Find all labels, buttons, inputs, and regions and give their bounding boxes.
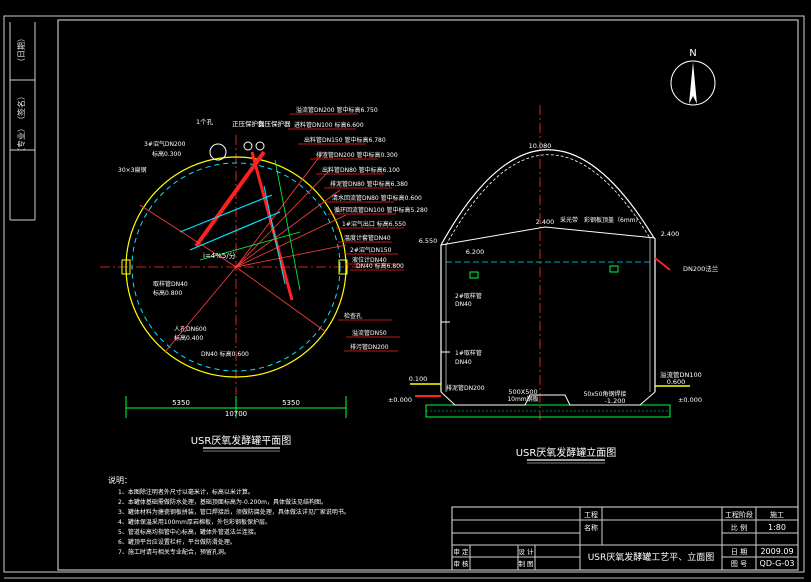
- plan-dim-right: 5350: [282, 399, 300, 407]
- note-item: 7、施工时请与相关专业配合，预留孔洞。: [118, 548, 230, 556]
- plan-tank-ring: [125, 156, 347, 378]
- elev-level-low-right: 0.600: [667, 378, 686, 386]
- general-notes: 说明： 1、本图除注明者外尺寸以毫米计，标高以米计算。 2、本罐体基础需做防水处理…: [108, 475, 350, 556]
- elev-base-note: 50x50角钢焊接: [584, 390, 627, 398]
- north-label: N: [689, 48, 696, 59]
- outer-frame: [3, 15, 805, 573]
- elev-roof-note: 采光带: [560, 216, 578, 224]
- tb-stage-label: 工程阶段: [725, 510, 753, 519]
- dome-outline: [440, 149, 655, 246]
- side-strip: （签名） （专业） （日期）: [9, 22, 36, 221]
- tb-review-label: 审 定: [453, 547, 469, 556]
- plan-callout-left: 取样管DN40: [153, 280, 188, 288]
- plan-callout-right: 温度计套管DN40: [344, 234, 391, 242]
- plan-callout-right: 进料管DN100 标高6.600: [294, 121, 364, 129]
- elevation-view: 10.080 2.400 2.400 6.550 6.200 0.100 0.6…: [388, 105, 719, 464]
- note-item: 3、罐体材料为搪瓷钢板拼装，管口焊接后，须做防腐处理，具体做法详见厂家说明书。: [118, 508, 350, 516]
- elev-roof-note-2: 彩钢板顶盖（6mm）: [584, 216, 642, 224]
- plan-callout-right: 循环回流管DN100 管中标高5.280: [334, 206, 428, 214]
- tb-check-label: 审 核: [453, 559, 469, 568]
- plan-callout-right: 液位计DN40: [352, 256, 387, 264]
- elev-left-pipe-1: 2#取样管: [455, 292, 482, 300]
- tb-drawing-no-value: QD-G-03: [760, 559, 795, 568]
- tb-project-label: 工程: [584, 510, 598, 519]
- note-item: 5、管道标高均指管中心标高，罐体外管道法兰连接。: [118, 528, 260, 536]
- tb-design-label: 设 计: [518, 547, 534, 556]
- elev-level-low-left: 0.100: [409, 375, 428, 383]
- elev-left-pipe-3: 排泥管DN200: [446, 384, 485, 392]
- inner-frame: [57, 19, 799, 571]
- note-item: 1、本图除注明者外尺寸以毫米计，标高以米计算。: [118, 488, 254, 496]
- tb-stage-value: 施工: [770, 510, 784, 519]
- elev-level-6550: 6.550: [419, 237, 438, 245]
- elev-left-pipe-2: 1#取样管: [455, 349, 482, 357]
- side-strip-label-2: （签名）: [16, 92, 26, 124]
- tb-scale-label: 比 例: [731, 523, 747, 532]
- plan-callout-right: 2#沼气DN150: [350, 246, 392, 254]
- tb-draw-label: 制 图: [518, 559, 533, 568]
- plan-callout-left: DN40 标高0.600: [201, 350, 249, 358]
- note-item: 2、本罐体基础需做防水处理，基础顶面标高为-0.200m，具体做法见结构图。: [118, 498, 327, 506]
- elevation-title: USR厌氧发酵罐立面图: [516, 446, 617, 459]
- side-strip-label-1: （专业）: [16, 124, 26, 156]
- plan-callout-right: 排泥管DN80 管中标高6.380: [330, 180, 408, 188]
- elev-base-mid: -1.200: [605, 397, 626, 405]
- elev-sump: 500X500: [508, 388, 537, 396]
- plan-callout-right: 1#沼气出口 标高6.550: [342, 220, 406, 228]
- plan-dim-total: 10700: [225, 410, 247, 418]
- plan-callout-right: 溢流管DN50: [352, 329, 387, 337]
- north-arrow: N: [670, 48, 716, 106]
- plan-callout-left: 标高0.300: [152, 150, 181, 158]
- elev-left-pipe-2b: DN40: [455, 359, 472, 366]
- plan-callout-right: 出料管DN150 管中标高6.780: [304, 136, 386, 144]
- plan-callout-left: 人孔DN600: [174, 325, 207, 333]
- plan-top-label-2: 正压保护器: [232, 119, 265, 128]
- plan-top-label-1: 1个孔: [196, 118, 214, 126]
- plan-dim-left: 5350: [172, 399, 190, 407]
- plan-callout-left: 30×3扁钢: [118, 166, 146, 174]
- elev-level-2400-right: 2.400: [661, 230, 680, 238]
- elev-sump-2: 10mm钢板: [507, 395, 538, 403]
- plan-view: 5350 5350 10700 i=4%5/分 1个孔 正压保护器 负压保护器 …: [100, 118, 365, 452]
- elev-level-6200: 6.200: [466, 248, 485, 256]
- plan-slope-label: i=4%5/分: [203, 251, 236, 260]
- tb-date-value: 2009.09: [760, 547, 793, 556]
- plan-callout-right: 排污管DN200: [350, 343, 389, 351]
- tb-date-label: 日 期: [731, 548, 747, 556]
- title-block: 工程 名称 USR厌氧发酵罐工艺平、立面图 工程阶段 施工 比 例 1:80 日…: [451, 506, 799, 571]
- tb-scale-value: 1:80: [768, 523, 786, 532]
- tb-drawing-name: USR厌氧发酵罐工艺平、立面图: [588, 551, 715, 563]
- plan-callout-left: 标高0.800: [153, 289, 182, 297]
- plan-title: USR厌氧发酵罐平面图: [191, 434, 292, 447]
- side-strip-label-3: （日期）: [17, 34, 26, 66]
- tb-drawing-no-label: 图 号: [731, 560, 747, 568]
- elev-right-pipe: 溢流管DN100: [660, 370, 702, 379]
- elev-base-left: ±0.000: [388, 396, 412, 404]
- plan-callout-right: 溢流管DN200 管中标高6.750: [296, 106, 378, 114]
- note-item: 4、罐体保温采用100mm厚岩棉板，外包彩钢板保护层。: [118, 518, 271, 526]
- tb-project-name-label: 名称: [584, 523, 598, 532]
- elev-level-2400-left: 2.400: [536, 218, 555, 226]
- plan-inner-ring: [131, 162, 341, 372]
- plan-callout-right: 清水回流管DN80 管中标高0.600: [332, 194, 422, 202]
- note-item: 6、罐顶平台应设置栏杆，平台做防滑处理。: [118, 538, 236, 546]
- elev-left-pipe-1b: DN40: [455, 301, 472, 308]
- plan-callouts-right: 溢流管DN200 管中标高6.750 进料管DN100 标高6.600 出料管DN1…: [288, 106, 428, 352]
- plan-callout-left: 3#沼气DN200: [144, 140, 186, 148]
- elev-base-right: ±0.000: [678, 396, 702, 404]
- elev-right-inlet: DN200法兰: [683, 264, 719, 273]
- notes-heading: 说明：: [108, 475, 132, 485]
- plan-callout-right: DN40 标高6.800: [356, 262, 404, 270]
- plan-callout-right: 排渣管DN200 管中标高0.300: [316, 151, 398, 159]
- elev-dome-top: 10.080: [529, 142, 552, 150]
- plan-top-label-3: 负压保护器: [258, 119, 291, 128]
- plan-callout-left: 标高0.400: [174, 334, 203, 342]
- plan-callout-right: 检查孔: [344, 312, 362, 320]
- plan-callout-right: 出料管DN80 管中标高6.100: [322, 166, 400, 174]
